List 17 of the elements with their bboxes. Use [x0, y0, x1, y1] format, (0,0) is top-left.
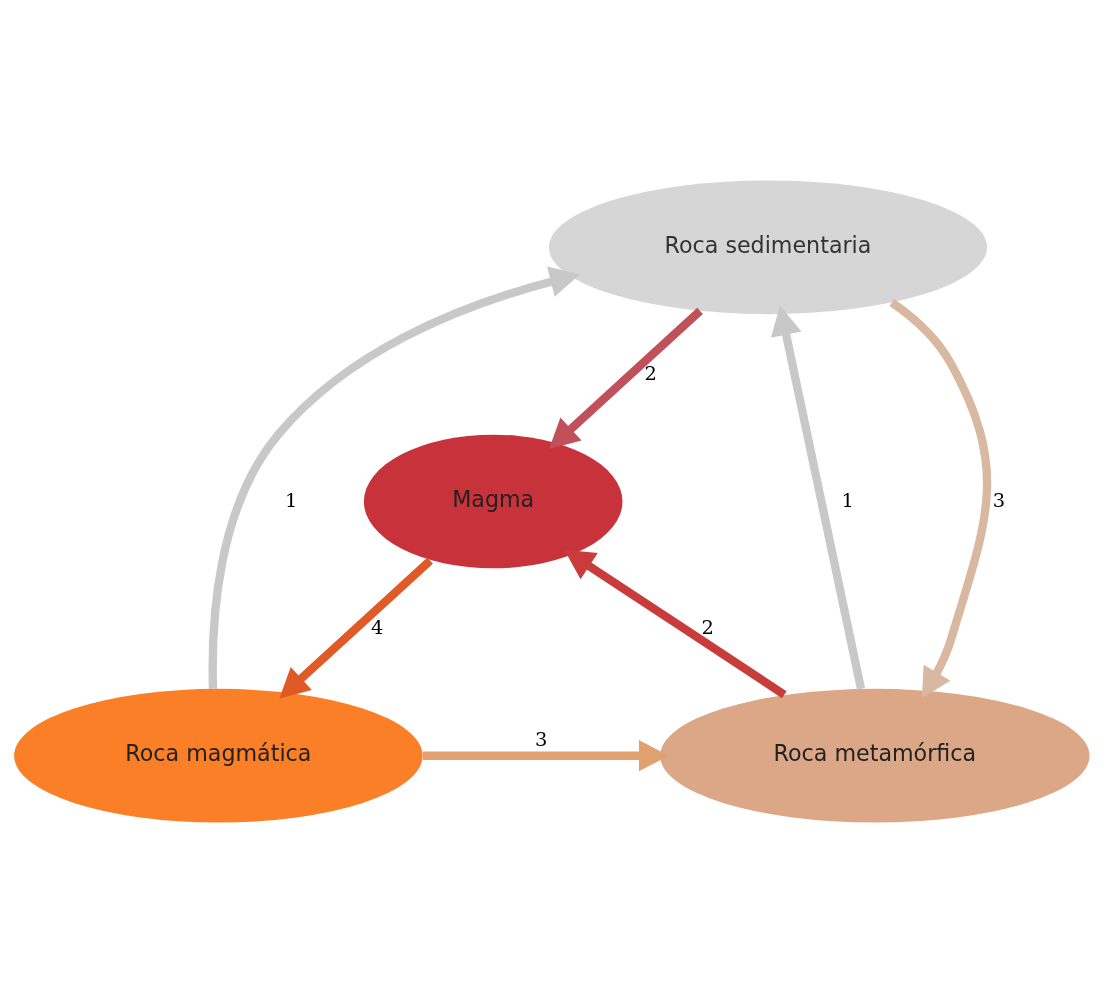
edge-label: 3: [535, 727, 548, 751]
edge-label: 1: [285, 488, 298, 512]
edge-label: 1: [841, 488, 854, 512]
node-ellipse: Magma: [363, 434, 623, 568]
arrow: [422, 739, 669, 771]
node-ellipse: Roca metamórfica: [660, 688, 1090, 823]
arrow: [770, 305, 866, 690]
arrow: [889, 298, 992, 698]
edge-label: 2: [701, 615, 714, 639]
edge-label: 2: [644, 361, 657, 385]
arrow: [279, 557, 433, 699]
edge-label: 4: [371, 615, 384, 639]
edge-label: 3: [992, 488, 1006, 512]
arrow: [208, 266, 580, 689]
node-ellipse: Roca magmática: [14, 688, 423, 823]
arrow: [549, 307, 703, 449]
arrow: [564, 549, 787, 698]
